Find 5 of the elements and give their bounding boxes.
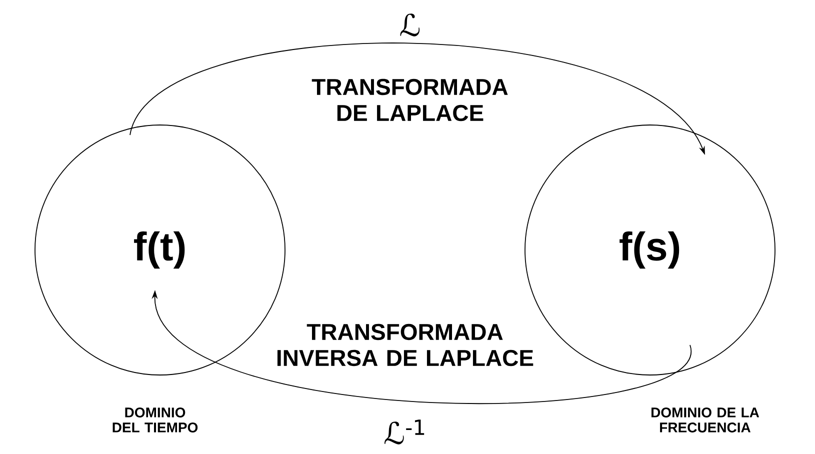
- laplace-symbol: ℒ$^{-1}$: [384, 420, 424, 444]
- edge-label: TRANSFORMADA DE LAPLACE: [312, 78, 508, 122]
- domain-caption: DOMINIO DEL TIEMPO: [112, 408, 198, 432]
- laplace-symbol: ℒ: [400, 14, 420, 36]
- domain-caption: DOMINIO DE LA FRECUENCIA: [652, 408, 760, 432]
